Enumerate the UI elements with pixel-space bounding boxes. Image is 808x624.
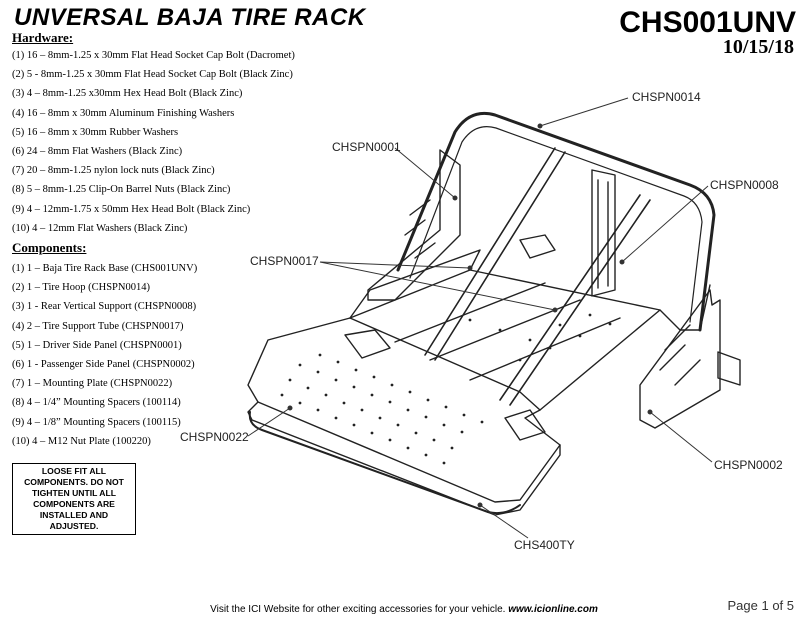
tire-hoop [396, 111, 716, 332]
part-number: CHS001UNV [619, 6, 796, 39]
footer: Visit the ICI Website for other exciting… [0, 604, 808, 615]
component-item: (7) 1 – Mounting Plate (CHSPN0022) [12, 378, 173, 390]
passenger-side-panel [639, 289, 721, 429]
mounting-spacer [344, 329, 391, 359]
hardware-item: (3) 4 – 8mm-1.25 x30mm Hex Head Bolt (Bl… [12, 88, 243, 100]
tire-support-tube-right [499, 194, 651, 406]
component-item: (2) 1 – Tire Hoop (CHSPN0014) [12, 282, 150, 294]
hardware-item: (5) 16 – 8mm x 30mm Rubber Washers [12, 126, 179, 138]
callout-chspn0002: CHSPN0002 [714, 458, 783, 472]
component-item: (1) 1 – Baja Tire Rack Base (CHS001UNV) [12, 263, 198, 274]
document-title: UNVERSAL BAJA TIRE RACK [14, 4, 366, 31]
components-list: (1) 1 – Baja Tire Rack Base (CHS001UNV) … [12, 259, 197, 451]
website-link[interactable]: www.icionline.com [508, 604, 598, 615]
hardware-list: (1) 16 – 8mm-1.25 x 30mm Flat Head Socke… [12, 46, 295, 238]
hardware-item: (8) 5 – 8mm-1.25 Clip-On Barrel Nuts (Bl… [12, 184, 231, 196]
component-item: (4) 2 – Tire Support Tube (CHSPN0017) [12, 320, 184, 332]
hardware-item: (10) 4 – 12mm Flat Washers (Black Zinc) [12, 222, 188, 234]
tire-support-tube-left [424, 147, 566, 361]
component-item: (10) 4 – M12 Nut Plate (100220) [12, 435, 151, 447]
hardware-heading: Hardware: [12, 30, 74, 45]
callout-chspn0008: CHSPN0008 [710, 178, 779, 192]
rack-base-floor [349, 269, 661, 411]
hardware-item: (4) 16 – 8mm x 30mm Aluminum Finishing W… [12, 107, 235, 119]
callout-chspn0001: CHSPN0001 [332, 140, 401, 154]
footer-text: Visit the ICI Website for other exciting… [210, 604, 509, 615]
plate-hole-pattern [280, 313, 612, 465]
component-item: (8) 4 – 1/4” Mounting Spacers (100114) [12, 397, 181, 409]
hardware-item: (2) 5 - 8mm-1.25 x 30mm Flat Head Socket… [12, 69, 293, 81]
mounting-spacer [504, 409, 546, 441]
mounting-plate [247, 317, 561, 503]
callout-chs400ty: CHS400TY [514, 538, 575, 552]
component-item: (5) 1 – Driver Side Panel (CHSPN0001) [12, 339, 182, 351]
hardware-item: (9) 4 – 12mm-1.75 x 50mm Hex Head Bolt (… [12, 203, 251, 215]
rear-vertical-support [591, 169, 616, 297]
component-item: (3) 1 - Rear Vertical Support (CHSPN0008… [12, 301, 197, 313]
callout-chspn0022: CHSPN0022 [180, 430, 249, 444]
hardware-item: (7) 20 – 8mm-1.25 nylon lock nuts (Black… [12, 165, 215, 177]
components-heading: Components: [12, 240, 87, 255]
driver-side-panel [367, 149, 461, 301]
revision-date: 10/15/18 [722, 36, 794, 58]
component-item: (9) 4 – 1/8” Mounting Spacers (100115) [12, 416, 181, 428]
callout-chspn0014: CHSPN0014 [632, 90, 701, 104]
assembly-warning-note: LOOSE FIT ALL COMPONENTS. DO NOT TIGHTEN… [12, 463, 136, 535]
component-item: (6) 1 - Passenger Side Panel (CHSPN0002) [12, 358, 195, 370]
page-number: Page 1 of 5 [727, 598, 795, 613]
front-edge-trim [248, 411, 521, 515]
hardware-item: (1) 16 – 8mm-1.25 x 30mm Flat Head Socke… [12, 50, 295, 61]
callout-chspn0017: CHSPN0017 [250, 254, 319, 268]
hardware-item: (6) 24 – 8mm Flat Washers (Black Zinc) [12, 145, 183, 157]
